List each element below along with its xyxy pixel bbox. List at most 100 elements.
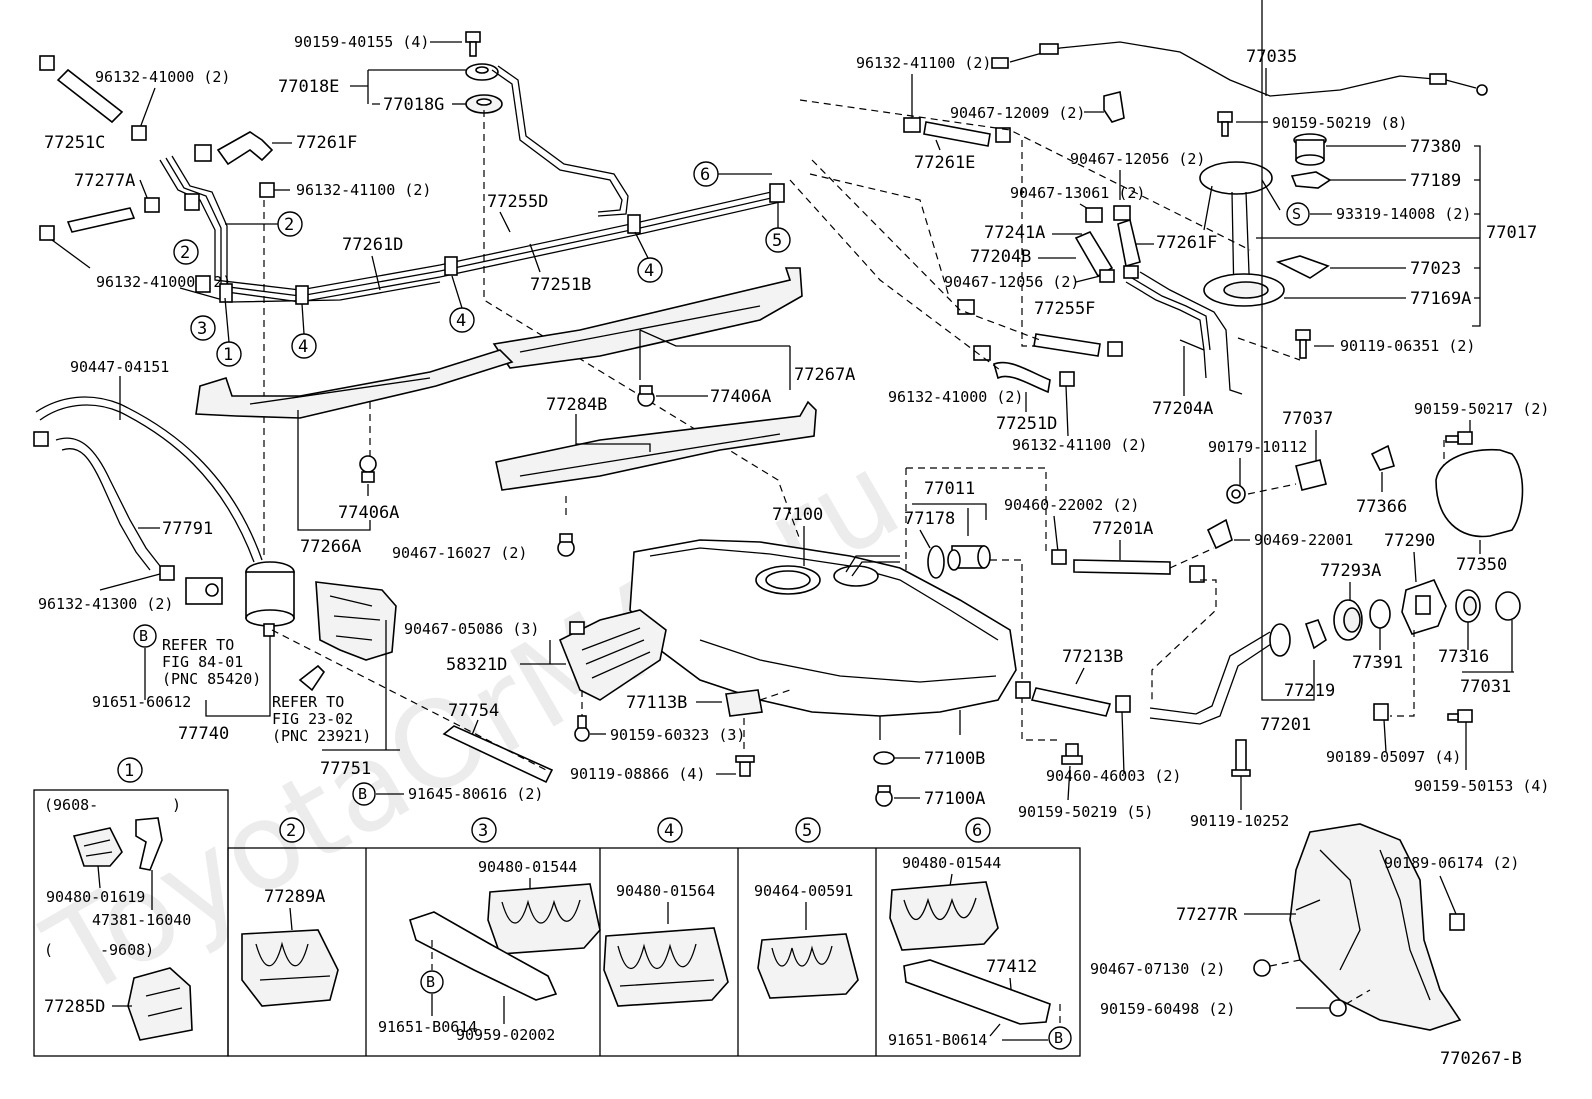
fender-liner-77277r[interactable] — [1289, 823, 1462, 1031]
cable-77035[interactable] — [991, 41, 1488, 97]
filler-pipe-77201[interactable] — [1149, 623, 1291, 725]
box1-date-from: (9608- — [44, 796, 98, 814]
refer-fig-84-01-line2: FIG 84-01 — [162, 653, 243, 671]
hose-77241a[interactable] — [1074, 230, 1114, 278]
plate-77412[interactable] — [903, 959, 1051, 1025]
cap-77316[interactable] — [1455, 589, 1481, 623]
svg-text:3: 3 — [197, 319, 207, 339]
protector-77284b[interactable] — [495, 400, 817, 491]
bolt-90159-50219-8[interactable] — [1217, 111, 1233, 137]
ring-77219[interactable] — [1304, 619, 1327, 650]
clip-90469-22001[interactable] — [1206, 518, 1233, 550]
housing-77290[interactable] — [1401, 579, 1447, 635]
hose-77754[interactable] — [442, 725, 554, 784]
clip-77406a-1[interactable] — [637, 385, 655, 407]
pipes-77204a[interactable] — [1125, 271, 1243, 395]
svg-text:2: 2 — [284, 215, 294, 235]
hose-77261f-mid[interactable] — [1117, 218, 1141, 268]
clip-23921[interactable] — [298, 664, 326, 692]
hose-77261f-top[interactable] — [216, 131, 274, 166]
clip-90467-12009[interactable] — [1103, 91, 1125, 123]
hose-77251d[interactable] — [993, 361, 1051, 394]
label-90159-50219-5: 90159-50219 (5) — [1018, 803, 1153, 821]
svg-text:2: 2 — [286, 821, 296, 841]
bolt-90159-50219-5[interactable] — [1061, 743, 1083, 765]
gasket-77178[interactable] — [927, 545, 945, 579]
protector-77267a[interactable] — [492, 267, 803, 369]
bolt-90159-40155[interactable] — [465, 31, 481, 57]
spring-77366[interactable] — [1370, 444, 1395, 471]
bolt-90119-08866[interactable] — [735, 755, 755, 777]
sender-77011[interactable] — [947, 545, 991, 571]
hose-77201a[interactable] — [1073, 559, 1171, 575]
hose-77251c[interactable] — [39, 55, 124, 124]
hose-77255f[interactable] — [1033, 333, 1101, 357]
bolt-90119-10252[interactable] — [1231, 739, 1251, 777]
fuel-line-bundle[interactable] — [159, 155, 781, 303]
clamp-77285d[interactable] — [127, 967, 193, 1041]
bolt-90159-50217[interactable] — [1445, 431, 1473, 445]
svg-text:S: S — [1292, 205, 1301, 223]
seal-77189[interactable] — [1290, 171, 1332, 189]
nut-90179-10112[interactable] — [1226, 484, 1246, 504]
hose-77277a[interactable] — [66, 207, 136, 233]
sender-77023[interactable] — [1275, 255, 1330, 279]
label-77350: 77350 — [1456, 555, 1507, 575]
label-77740: 77740 — [178, 724, 229, 744]
gasket-77018g[interactable] — [465, 94, 503, 114]
heat-insulator-58321d[interactable] — [558, 609, 667, 701]
callout-4-b: 4 — [449, 275, 475, 333]
clamp-90480-01619[interactable] — [72, 827, 123, 867]
svg-text:6: 6 — [700, 165, 710, 185]
bolt-90159-60498[interactable] — [1329, 999, 1347, 1017]
charcoal-canister-77740[interactable] — [245, 561, 295, 637]
pad-77113b[interactable] — [725, 689, 763, 717]
clip-90189-05097[interactable] — [1373, 703, 1389, 721]
label-93319-14008: 93319-14008 (2) — [1336, 205, 1471, 223]
clamp-90480-01544-b[interactable] — [889, 881, 999, 951]
filter-77380[interactable] — [1293, 133, 1327, 166]
cap-77031[interactable] — [1495, 591, 1521, 621]
bolt-90159-60323[interactable] — [574, 715, 590, 742]
fuel-tank-77100[interactable] — [629, 539, 1017, 740]
hose-77261e[interactable] — [923, 121, 991, 147]
bolt-90159-50153[interactable] — [1447, 709, 1473, 723]
bracket-77751[interactable] — [315, 581, 397, 661]
label-77261d: 77261D — [342, 235, 403, 255]
callout-3-box: 3 — [471, 817, 497, 843]
vsv-valve[interactable] — [185, 577, 223, 605]
cap-77293a[interactable] — [1333, 599, 1363, 641]
clip-90467-16027[interactable] — [557, 533, 575, 557]
gasket-77391[interactable] — [1369, 599, 1391, 629]
label-77406a-2: 77406A — [338, 503, 399, 523]
vent-tube[interactable] — [491, 65, 629, 217]
fuel-pump-bracket-77017[interactable] — [1199, 161, 1285, 307]
hinge-77037[interactable] — [1295, 459, 1327, 491]
bolt-90119-06351[interactable] — [1295, 329, 1311, 359]
label-77018e: 77018E — [278, 77, 339, 97]
svg-text:2: 2 — [180, 243, 190, 263]
protector-77266a[interactable] — [195, 349, 514, 419]
plate-90959-02002[interactable] — [409, 911, 558, 1001]
fuel-lid-77350[interactable] — [1435, 448, 1524, 538]
label-77316: 77316 — [1438, 647, 1489, 667]
label-77011: 77011 — [924, 479, 975, 499]
clamp-90480-01564[interactable] — [603, 927, 729, 1007]
grommet-77018e[interactable] — [465, 63, 499, 81]
hose-77213b[interactable] — [1030, 687, 1112, 717]
hose-90447-04151[interactable] — [35, 396, 263, 563]
hose-77791[interactable] — [33, 431, 161, 571]
label-77178: 77178 — [904, 509, 955, 529]
clip-77406a-2[interactable] — [359, 455, 377, 483]
clamp-90480-01544-a[interactable] — [487, 883, 601, 955]
box6-part-c: 91651-B0614 — [888, 1031, 987, 1049]
bracket-47381-16040[interactable] — [135, 817, 163, 871]
label-96132-41300: 96132-41300 (2) — [38, 595, 173, 613]
clamp-77289a[interactable] — [241, 929, 339, 1007]
bolt-77100a[interactable] — [875, 785, 893, 807]
clip-90467-07130[interactable] — [1253, 959, 1271, 977]
pad-77100b[interactable] — [873, 751, 895, 765]
clamp-90464-00591[interactable] — [757, 933, 859, 999]
label-90189-06174: 90189-06174 (2) — [1384, 854, 1519, 872]
